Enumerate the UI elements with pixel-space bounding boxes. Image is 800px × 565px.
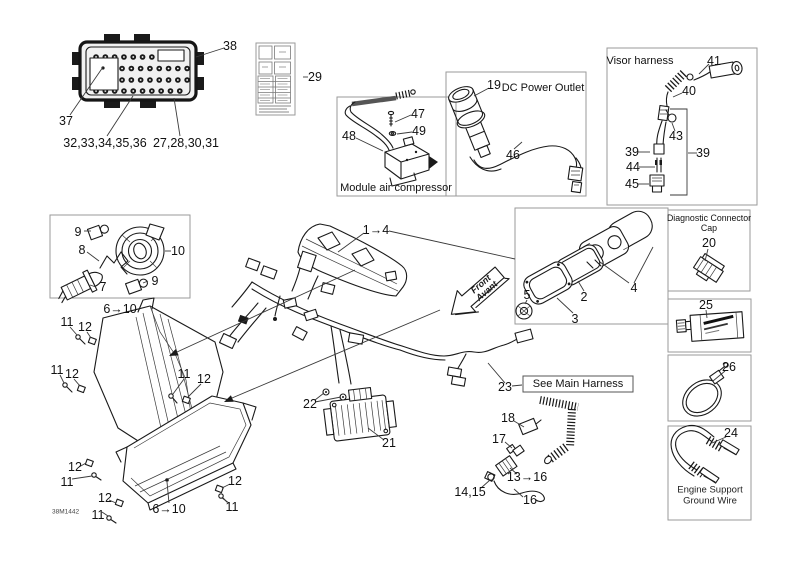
callout-49: 49 xyxy=(412,123,426,138)
callout-12-b: 12 xyxy=(65,366,79,381)
see-main-harness-box xyxy=(522,375,634,393)
compressor-box-title: Module air compressor xyxy=(340,182,452,194)
callout-6-10-bottom: 6→10 xyxy=(152,501,186,516)
callout-27-31: 27,28,30,31 xyxy=(152,135,220,150)
callout-11-d: 11 xyxy=(60,474,74,489)
callout-6-10-top: 6→10 xyxy=(103,301,137,316)
callout-47: 47 xyxy=(411,106,425,121)
ground-wire-illustration xyxy=(670,424,740,484)
fuse-panel-illustration xyxy=(257,45,291,113)
callout-26: 26 xyxy=(722,359,736,374)
callout-11-c: 11 xyxy=(177,366,191,381)
callout-12-d: 12 xyxy=(68,459,82,474)
callout-3: 3 xyxy=(571,311,579,326)
front-direction-arrow: Front Avant xyxy=(450,266,510,316)
callout-40: 40 xyxy=(682,83,696,98)
callout-29: 29 xyxy=(308,69,322,84)
callout-43: 43 xyxy=(669,128,683,143)
callout-9-top: 9 xyxy=(74,224,82,239)
grease-tube-illustration xyxy=(675,311,745,342)
screw-icon xyxy=(62,334,228,524)
callout-12-f: 12 xyxy=(228,473,242,488)
see-main-harness-label: See Main Harness xyxy=(532,378,624,390)
callout-24: 24 xyxy=(724,425,738,440)
callout-41: 41 xyxy=(707,53,721,68)
visor-harness-illustration xyxy=(649,60,743,196)
bulb-set-illustration xyxy=(58,223,165,304)
callout-16: 16 xyxy=(523,492,537,507)
diagnostic-cap-title-line2: Cap xyxy=(700,223,718,233)
air-compressor-illustration xyxy=(344,89,438,187)
callout-12-a: 12 xyxy=(78,319,92,334)
callout-23: 23 xyxy=(498,379,512,394)
callout-18: 18 xyxy=(501,410,515,425)
callout-46: 46 xyxy=(506,147,520,162)
callout-45: 45 xyxy=(625,176,639,191)
dc-power-outlet-illustration xyxy=(448,86,584,194)
instrument-cluster-illustration xyxy=(297,223,408,297)
callout-4: 4 xyxy=(630,280,638,295)
callout-12-e: 12 xyxy=(98,490,112,505)
callout-11-f: 11 xyxy=(225,499,239,514)
nut-icon xyxy=(76,336,224,508)
leader-lines xyxy=(59,47,727,517)
callout-48: 48 xyxy=(342,128,356,143)
callout-11-b: 11 xyxy=(50,362,64,377)
document-code: 38M1442 xyxy=(52,508,80,516)
callout-5: 5 xyxy=(523,287,531,302)
callout-11-e: 11 xyxy=(91,507,105,522)
callout-8: 8 xyxy=(78,242,86,257)
fastener-icons xyxy=(62,334,228,524)
callout-19: 19 xyxy=(487,77,501,92)
callout-39-right: 39 xyxy=(696,145,710,160)
main-harness-illustration xyxy=(231,257,534,387)
callout-22: 22 xyxy=(303,396,317,411)
visor-harness-box-title: Visor harness xyxy=(606,55,674,67)
callout-20: 20 xyxy=(702,235,716,250)
callout-13-16: 13→16 xyxy=(506,469,548,484)
callout-17: 17 xyxy=(492,431,506,446)
clamp-illustration xyxy=(682,362,729,417)
callout-21: 21 xyxy=(382,435,396,450)
pin-connector-illustration xyxy=(72,34,204,108)
callout-1-4: 1→4 xyxy=(362,222,390,237)
callout-11-a: 11 xyxy=(60,314,74,329)
diagnostic-cap-title-line1: Diagnostic Connector xyxy=(666,213,752,223)
callout-2: 2 xyxy=(580,289,588,304)
callout-14-15: 14,15 xyxy=(454,484,486,499)
callout-7: 7 xyxy=(99,279,107,294)
callout-39-left: 39 xyxy=(625,144,639,159)
callout-37: 37 xyxy=(59,113,73,128)
callout-25: 25 xyxy=(699,297,713,312)
callout-9-bottom: 9 xyxy=(151,273,159,288)
regulator-illustration xyxy=(322,386,397,442)
callout-32-36: 32,33,34,35,36 xyxy=(63,135,147,150)
callout-12-c: 12 xyxy=(197,371,211,386)
callout-38: 38 xyxy=(223,38,237,53)
ground-wire-title-line2: Ground Wire xyxy=(683,495,737,507)
gauge-set-illustration xyxy=(515,210,653,320)
callout-10: 10 xyxy=(171,243,185,258)
callout-44: 44 xyxy=(626,159,640,174)
diagnostic-cap-illustration xyxy=(692,253,725,283)
ground-wire-title-line1: Engine Support xyxy=(677,484,743,496)
plug-wire-illustration xyxy=(484,396,579,502)
dc-outlet-box-title: DC Power Outlet xyxy=(501,82,585,94)
